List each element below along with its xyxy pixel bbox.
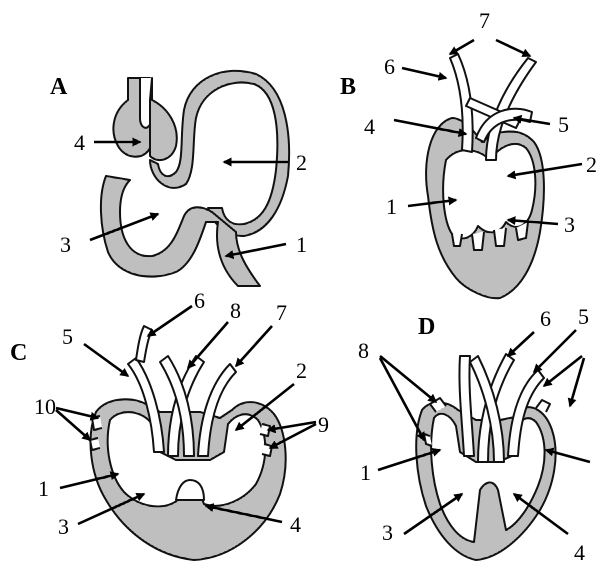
panel-c-label-5: 5 <box>62 324 73 349</box>
panel-d-arrow-6 <box>508 332 534 356</box>
panel-a: A 4 2 3 1 <box>50 71 307 286</box>
panel-b: B 7 6 4 5 2 1 3 <box>340 8 597 298</box>
panel-b-arrow-7a <box>450 40 474 54</box>
panel-d-label-1: 1 <box>360 460 371 485</box>
panel-b-label-6: 6 <box>384 54 395 79</box>
panel-d-arrow-8b <box>380 358 424 440</box>
panel-b-arrow-6 <box>402 68 446 78</box>
panel-c-letter: C <box>10 340 27 366</box>
panel-a-label-2: 2 <box>296 150 307 175</box>
panel-b-letter: B <box>340 74 356 100</box>
panel-d-arrow-8a <box>380 356 436 402</box>
panel-d-label-4: 4 <box>574 540 585 565</box>
panel-c-label-1: 1 <box>38 476 49 501</box>
panel-d: D 6 5 8 1 3 4 <box>358 304 590 565</box>
panel-c-left-branch <box>136 326 152 362</box>
panel-b-label-7: 7 <box>479 8 490 33</box>
panel-c-label-4: 4 <box>290 512 301 537</box>
panel-c-arrow-6 <box>148 306 192 336</box>
panel-a-right-bulb <box>150 78 177 160</box>
panel-c-label-8: 8 <box>230 298 241 323</box>
panel-c-label-7: 7 <box>276 300 287 325</box>
panel-b-label-5: 5 <box>558 112 569 137</box>
panel-b-label-4: 4 <box>364 114 375 139</box>
panel-b-label-2: 2 <box>586 152 597 177</box>
panel-c-arrow-8 <box>188 322 228 368</box>
panel-a-letter: A <box>50 74 68 100</box>
panel-a-label-3: 3 <box>60 232 71 257</box>
panel-b-arrow-7b <box>496 40 530 56</box>
panel-a-label-1: 1 <box>296 232 307 257</box>
panel-d-label-5: 5 <box>578 304 589 329</box>
panel-c-arrow-5 <box>84 344 128 376</box>
panel-d-label-8: 8 <box>358 338 369 363</box>
panel-c-label-9: 9 <box>318 412 329 437</box>
panel-b-label-3: 3 <box>564 212 575 237</box>
panel-d-label-3: 3 <box>382 520 393 545</box>
panel-d-letter: D <box>418 314 435 340</box>
panel-b-label-1: 1 <box>386 194 397 219</box>
panel-c-label-3: 3 <box>58 514 69 539</box>
panel-c-label-2: 2 <box>296 358 307 383</box>
panel-a-lower-chamber <box>101 176 260 286</box>
panel-c-arrow-7 <box>236 326 272 366</box>
panel-d-label-6: 6 <box>540 306 551 331</box>
panel-a-label-4: 4 <box>74 130 85 155</box>
panel-c: C 6 8 7 5 2 10 9 1 3 <box>10 288 329 560</box>
panel-c-label-10: 10 <box>34 394 56 419</box>
panel-c-label-6: 6 <box>194 288 205 313</box>
